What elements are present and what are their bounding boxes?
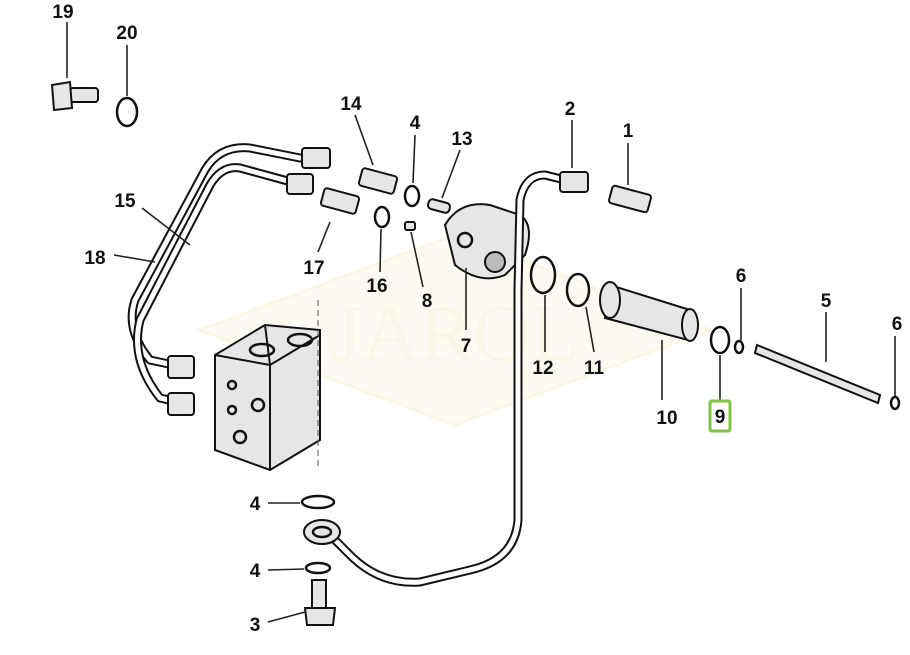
callout-6-right[interactable]: 6 [892, 314, 903, 335]
callout-16[interactable]: 16 [366, 276, 387, 297]
o-ring-4-top [403, 184, 421, 208]
callout-3[interactable]: 3 [250, 615, 261, 636]
callout-10[interactable]: 10 [656, 408, 677, 429]
callout-4[interactable]: 4 [410, 113, 421, 134]
o-ring-16 [373, 205, 391, 229]
o-ring-11 [565, 272, 591, 308]
o-ring-6-left [733, 339, 745, 355]
callout-9[interactable]: 9 [715, 407, 726, 428]
washer-4-upper [300, 494, 336, 510]
banjo-bolt-3 [303, 579, 337, 626]
flange-7 [443, 203, 530, 280]
callout-19[interactable]: 19 [52, 2, 73, 23]
washer-4-lower [304, 561, 332, 575]
callout-15[interactable]: 15 [114, 191, 136, 212]
callout-12[interactable]: 12 [532, 358, 553, 379]
pipe-15-18 [127, 143, 331, 416]
callout-4-lower[interactable]: 4 [250, 561, 261, 582]
o-ring-6-right [889, 395, 901, 411]
plug-8 [404, 221, 416, 231]
leader-lines [66, 22, 896, 623]
callout-11[interactable]: 11 [584, 358, 605, 379]
fitting-17 [319, 187, 361, 215]
callout-1[interactable]: 1 [623, 121, 634, 142]
pipe-2 [303, 170, 589, 587]
fitting-1 [608, 184, 652, 214]
fitting-14 [357, 167, 399, 195]
highlight-box-part-9 [708, 399, 732, 433]
o-ring-12 [529, 255, 557, 295]
sleeve-10 [599, 281, 699, 342]
callout-7[interactable]: 7 [461, 336, 472, 357]
washer-20 [115, 96, 139, 128]
callout-2[interactable]: 2 [565, 99, 576, 120]
o-ring-9 [709, 325, 731, 355]
callout-13[interactable]: 13 [451, 129, 472, 150]
callout-14[interactable]: 14 [340, 94, 362, 115]
valve-block [214, 300, 321, 472]
callout-17[interactable]: 17 [303, 258, 324, 279]
svg-text:JAROL: JAROL [331, 290, 580, 378]
callout-4-upper[interactable]: 4 [250, 494, 261, 515]
bolt-19 [50, 80, 99, 112]
tube-5 [753, 343, 882, 405]
callout-8[interactable]: 8 [422, 291, 433, 312]
callout-20[interactable]: 20 [116, 23, 137, 44]
watermark-logo: JAROL [195, 233, 715, 427]
callout-5[interactable]: 5 [821, 291, 832, 312]
callout-18[interactable]: 18 [84, 248, 105, 269]
pin-13 [426, 198, 452, 214]
callout-6-left[interactable]: 6 [736, 266, 747, 287]
